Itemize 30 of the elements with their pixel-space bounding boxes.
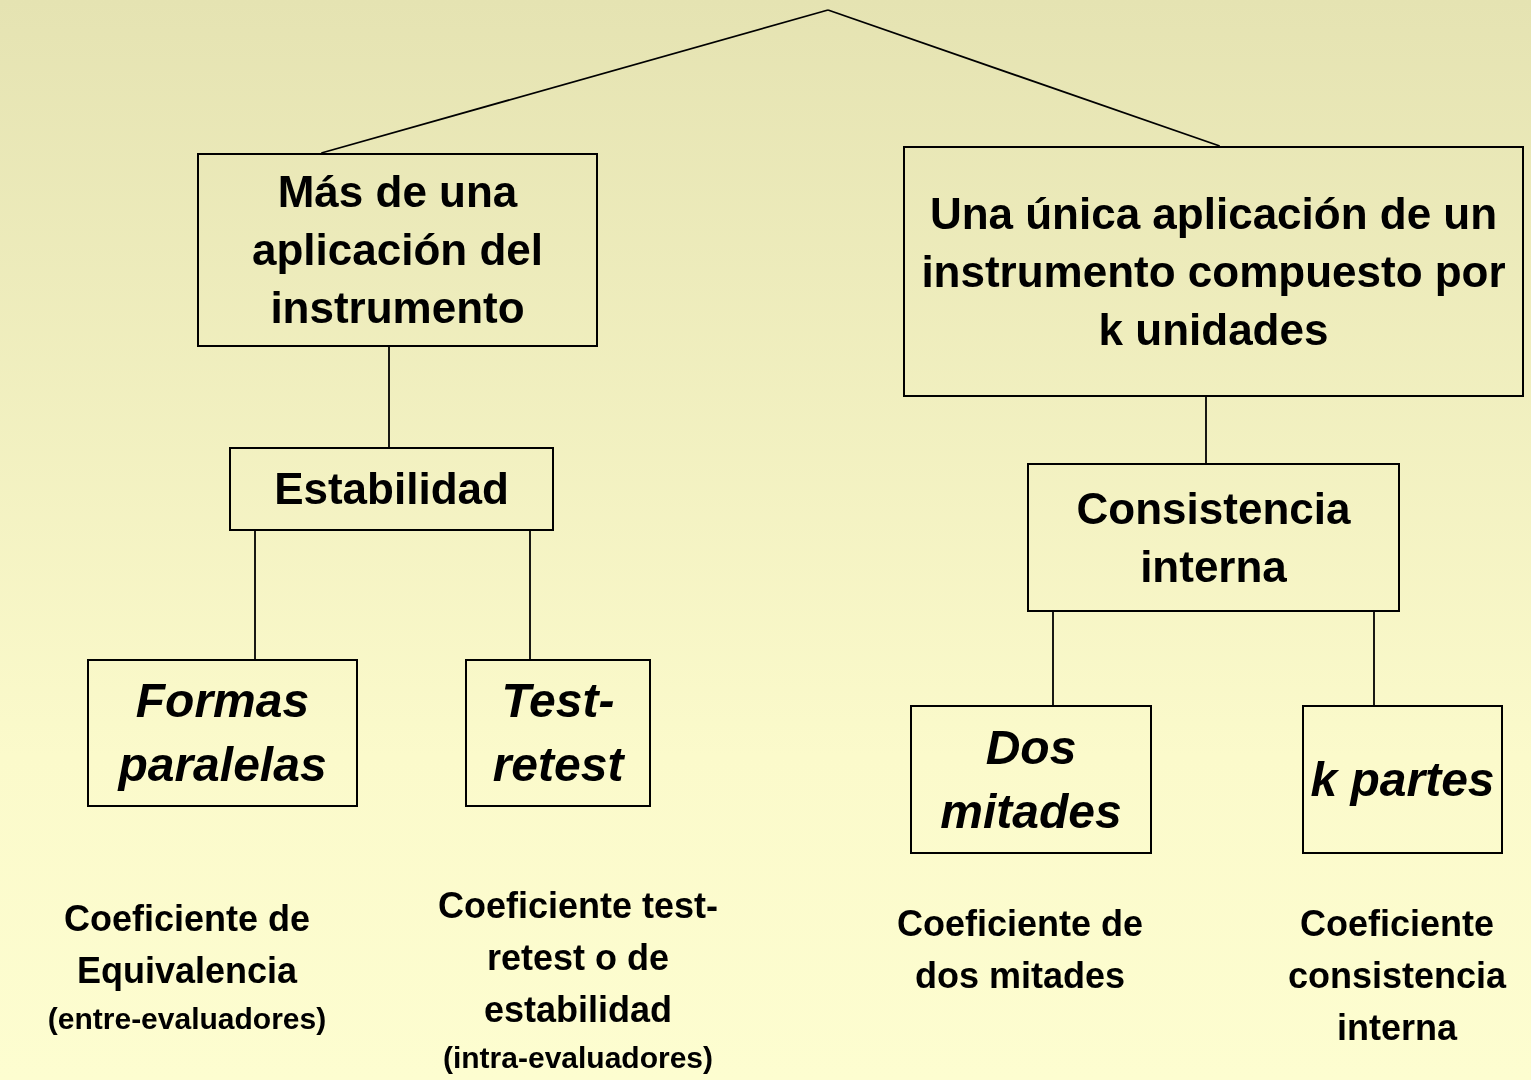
box-label: Estabilidad xyxy=(274,463,509,515)
coefficient-label: Coeficiente de Equivalencia xyxy=(62,897,312,993)
connector-line xyxy=(529,530,531,660)
connector-line xyxy=(1052,611,1054,706)
connector-line xyxy=(254,530,256,660)
connector-line xyxy=(1205,396,1207,464)
text-box xyxy=(229,447,554,531)
box-label: Formas paralelas xyxy=(116,673,328,793)
coefficient-label: Coeficiente test-retest o de estabilidad xyxy=(436,884,720,1032)
box-label: Test-retest xyxy=(491,673,626,793)
box-label: Una única aplicación de un instrumento compuesto por k unidades xyxy=(920,187,1507,356)
coefficient-label: (entre-evaluadores) xyxy=(46,1001,328,1037)
connector-line xyxy=(320,9,829,154)
connector-line xyxy=(1373,611,1375,706)
text-box xyxy=(87,659,358,807)
connector-line xyxy=(827,9,1221,147)
text-box xyxy=(903,146,1524,397)
coefficient-label: Coeficiente consistencia interna xyxy=(1286,902,1508,1050)
box-label: k partes xyxy=(1310,751,1495,808)
text-box xyxy=(1027,463,1400,612)
text-box xyxy=(910,705,1152,854)
text-box xyxy=(197,153,598,347)
box-label: Más de una aplicación del instrumento xyxy=(251,166,544,334)
text-box xyxy=(1302,705,1503,854)
coefficient-label: (intra-evaluadores) xyxy=(441,1040,715,1076)
box-label: Dos mitades xyxy=(939,719,1123,840)
text-box xyxy=(465,659,651,807)
box-label: Consistencia interna xyxy=(1075,482,1352,593)
coefficient-label: Coeficiente de dos mitades xyxy=(895,902,1145,998)
connector-line xyxy=(388,346,390,448)
